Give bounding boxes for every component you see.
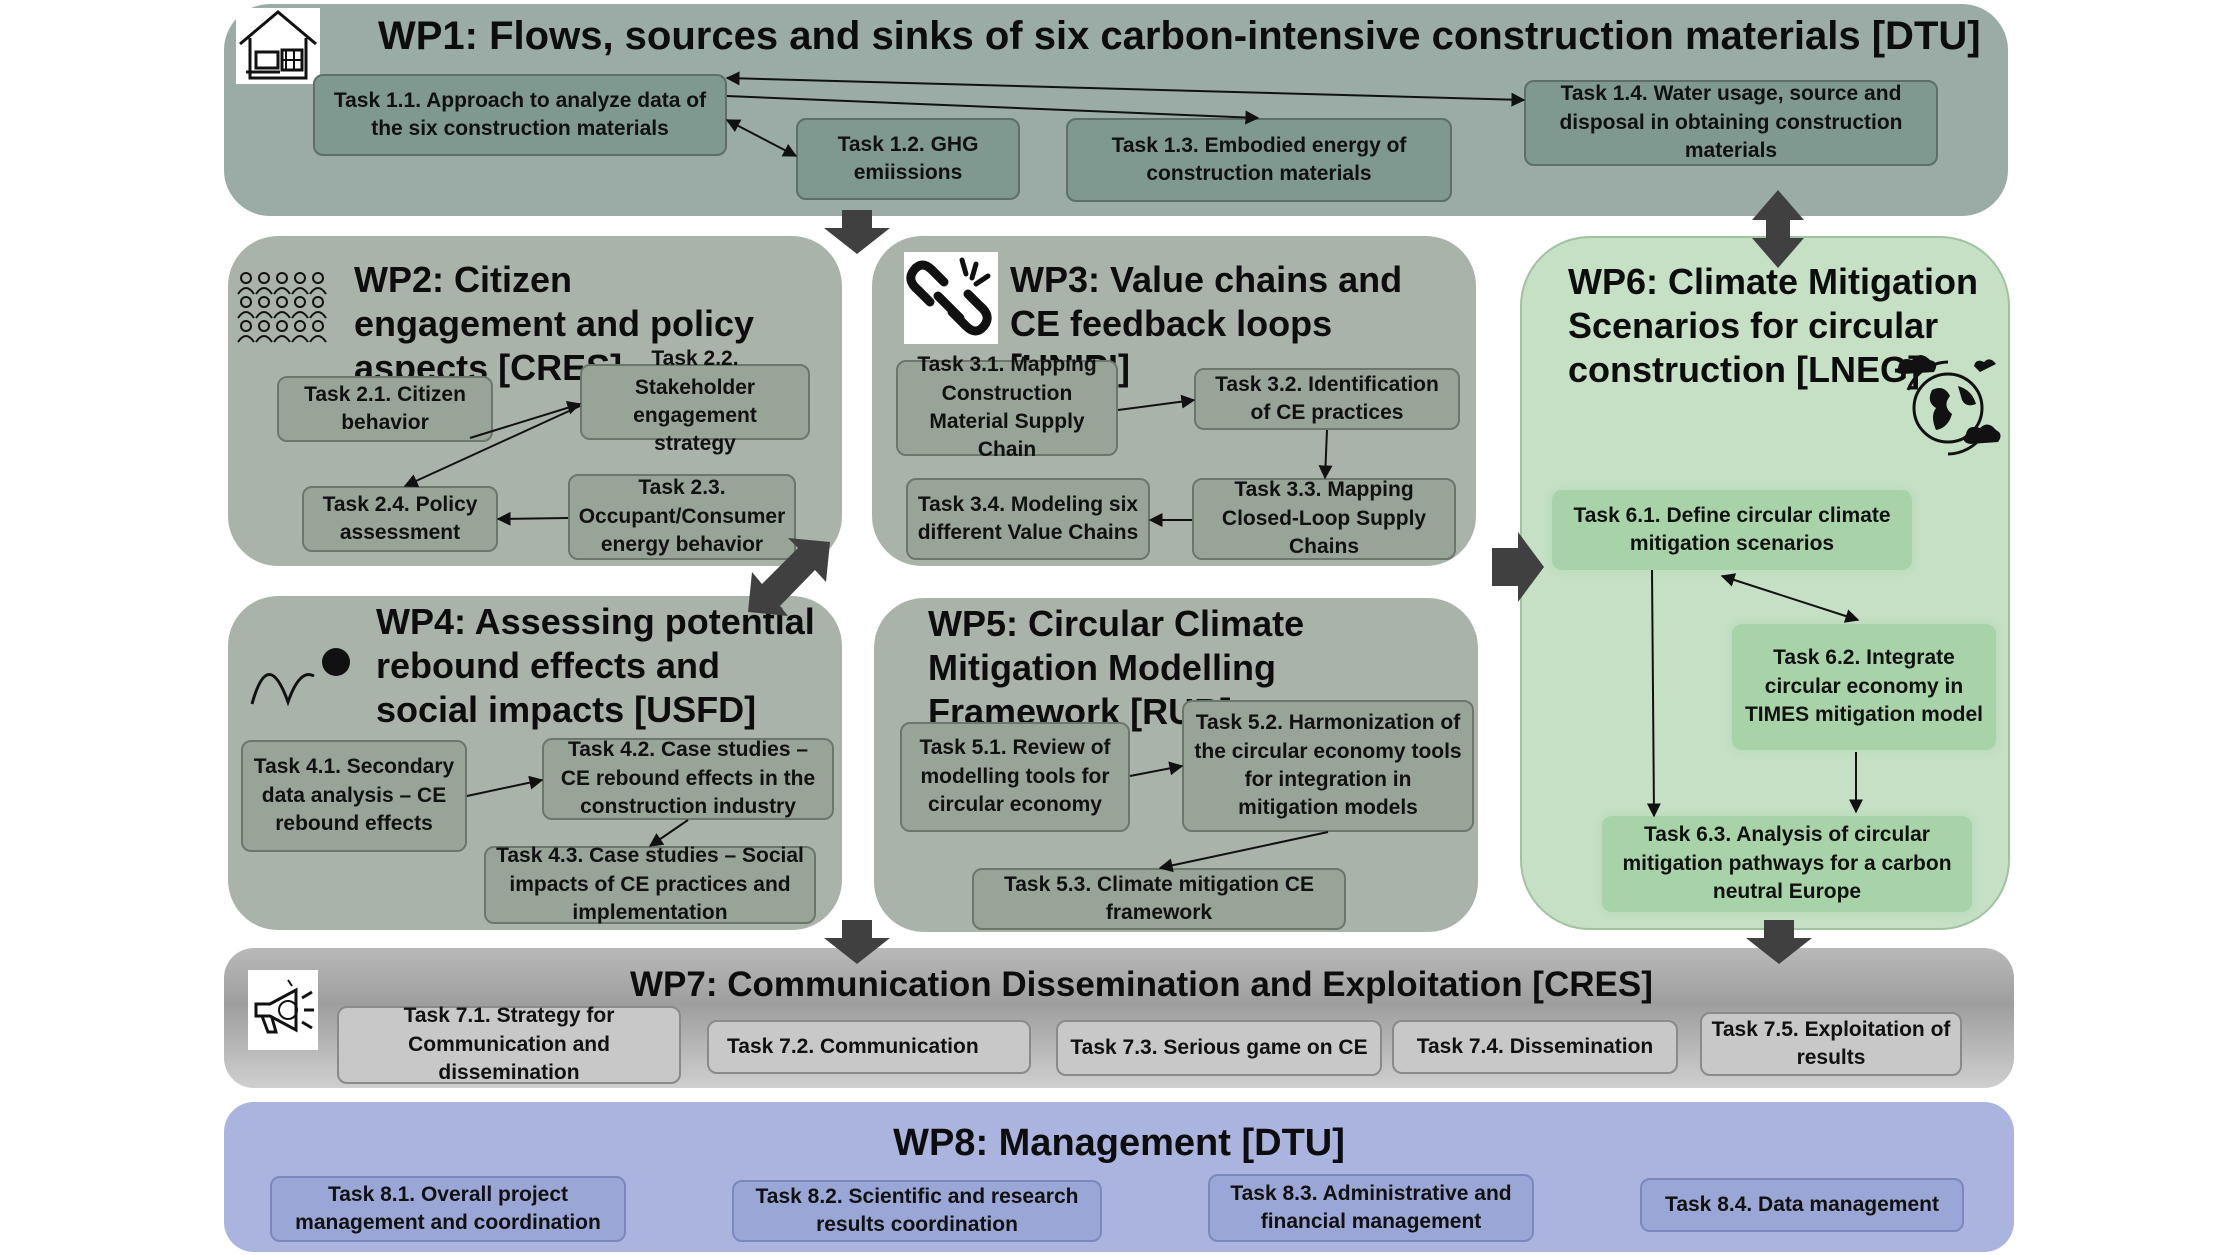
task-6-1: Task 6.1. Define circular climate mitiga… [1552,490,1912,570]
task-1-3: Task 1.3. Embodied energy of constructio… [1066,118,1452,202]
block-arrow-wp5-wp6 [1492,532,1544,602]
task-7-2: Task 7.2. Communication [707,1020,1031,1074]
globe-clouds-icon [1892,350,2004,467]
house-icon [236,8,320,89]
megaphone-icon [248,970,318,1055]
link-2-3-to-2-4 [496,511,569,526]
task-2-4: Task 2.4. Policy assessment [302,486,498,552]
task-6-2: Task 6.2. Integrate circular economy in … [1732,624,1996,750]
link-5-2-to-5-3 [1158,831,1329,873]
task-6-3: Task 6.3. Analysis of circular mitigatio… [1602,816,1972,912]
task-1-1: Task 1.1. Approach to analyze data of th… [313,74,727,156]
link-6-1-to-6-2 [1720,573,1860,623]
task-8-2: Task 8.2. Scientific and research result… [732,1180,1102,1242]
task-5-3: Task 5.3. Climate mitigation CE framewor… [972,868,1346,930]
task-8-1: Task 8.1. Overall project management and… [270,1176,626,1242]
task-7-4: Task 7.4. Dissemination [1392,1020,1678,1074]
task-7-1: Task 7.1. Strategy for Communication and… [337,1004,681,1084]
task-2-3: Task 2.3. Occupant/Consumer energy behav… [568,474,796,560]
task-3-2: Task 3.2. Identification of CE practices [1194,368,1460,430]
link-5-1-to-5-2 [1129,761,1184,777]
task-3-4: Task 3.4. Modeling six different Value C… [906,478,1150,560]
task-5-1: Task 5.1. Review of modelling tools for … [900,722,1130,832]
block-arrow-wp1-wp2 [824,210,890,254]
link-1-1-to-1-2 [725,119,798,157]
link-2-2-to-2-4 [403,405,581,488]
wp6-title: WP6: Climate Mitigation Scenarios for ci… [1568,261,1979,390]
task-5-2: Task 5.2. Harmonization of the circular … [1182,700,1474,832]
task-2-1: Task 2.1. Citizen behavior [277,376,493,442]
block-arrow-wp2-wp4 [748,538,830,616]
task-4-1: Task 4.1. Secondary data analysis – CE r… [241,740,467,852]
rebound-ball-icon [248,646,352,711]
wp7-title: WP7: Communication Dissemination and Exp… [630,965,1653,1004]
task-1-2: Task 1.2. GHG emiissions [796,118,1020,200]
chain-link-icon [904,252,998,349]
task-1-4: Task 1.4. Water usage, source and dispos… [1524,80,1938,166]
wp8-title: WP8: Management [DTU] [893,1122,1345,1164]
block-arrow-wp6-wp7 [1746,920,1812,964]
wp4-title: WP4: Assessing potential rebound effects… [376,601,815,730]
task-8-4: Task 8.4. Data management [1640,1178,1964,1232]
link-1-1-to-1-4 [725,71,1526,107]
task-3-1: Task 3.1. Mapping Construction Material … [896,353,1118,461]
link-1-1-to-1-3 [726,95,1260,125]
link-3-1-to-3-2 [1117,394,1196,411]
task-7-3: Task 7.3. Serious game on CE [1056,1020,1382,1076]
wp1-title: WP1: Flows, sources and sinks of six car… [378,14,1981,58]
link-4-1-to-4-2 [466,775,544,797]
link-6-1-to-6-3 [1646,569,1661,818]
link-2-1-to-2-2 [469,401,582,439]
crowd-icon [236,270,328,347]
link-4-2-to-4-3 [648,819,689,847]
block-arrow-wp1-wp6 [1752,190,1804,268]
task-8-3: Task 8.3. Administrative and financial m… [1208,1174,1534,1242]
task-4-3: Task 4.3. Case studies – Social impacts … [484,844,816,924]
task-4-2: Task 4.2. Case studies – CE rebound effe… [542,738,834,820]
task-7-5: Task 7.5. Exploitation of results [1700,1012,1962,1076]
link-3-2-to-3-3 [1318,429,1333,480]
block-arrow-wp4-wp7 [824,920,890,964]
